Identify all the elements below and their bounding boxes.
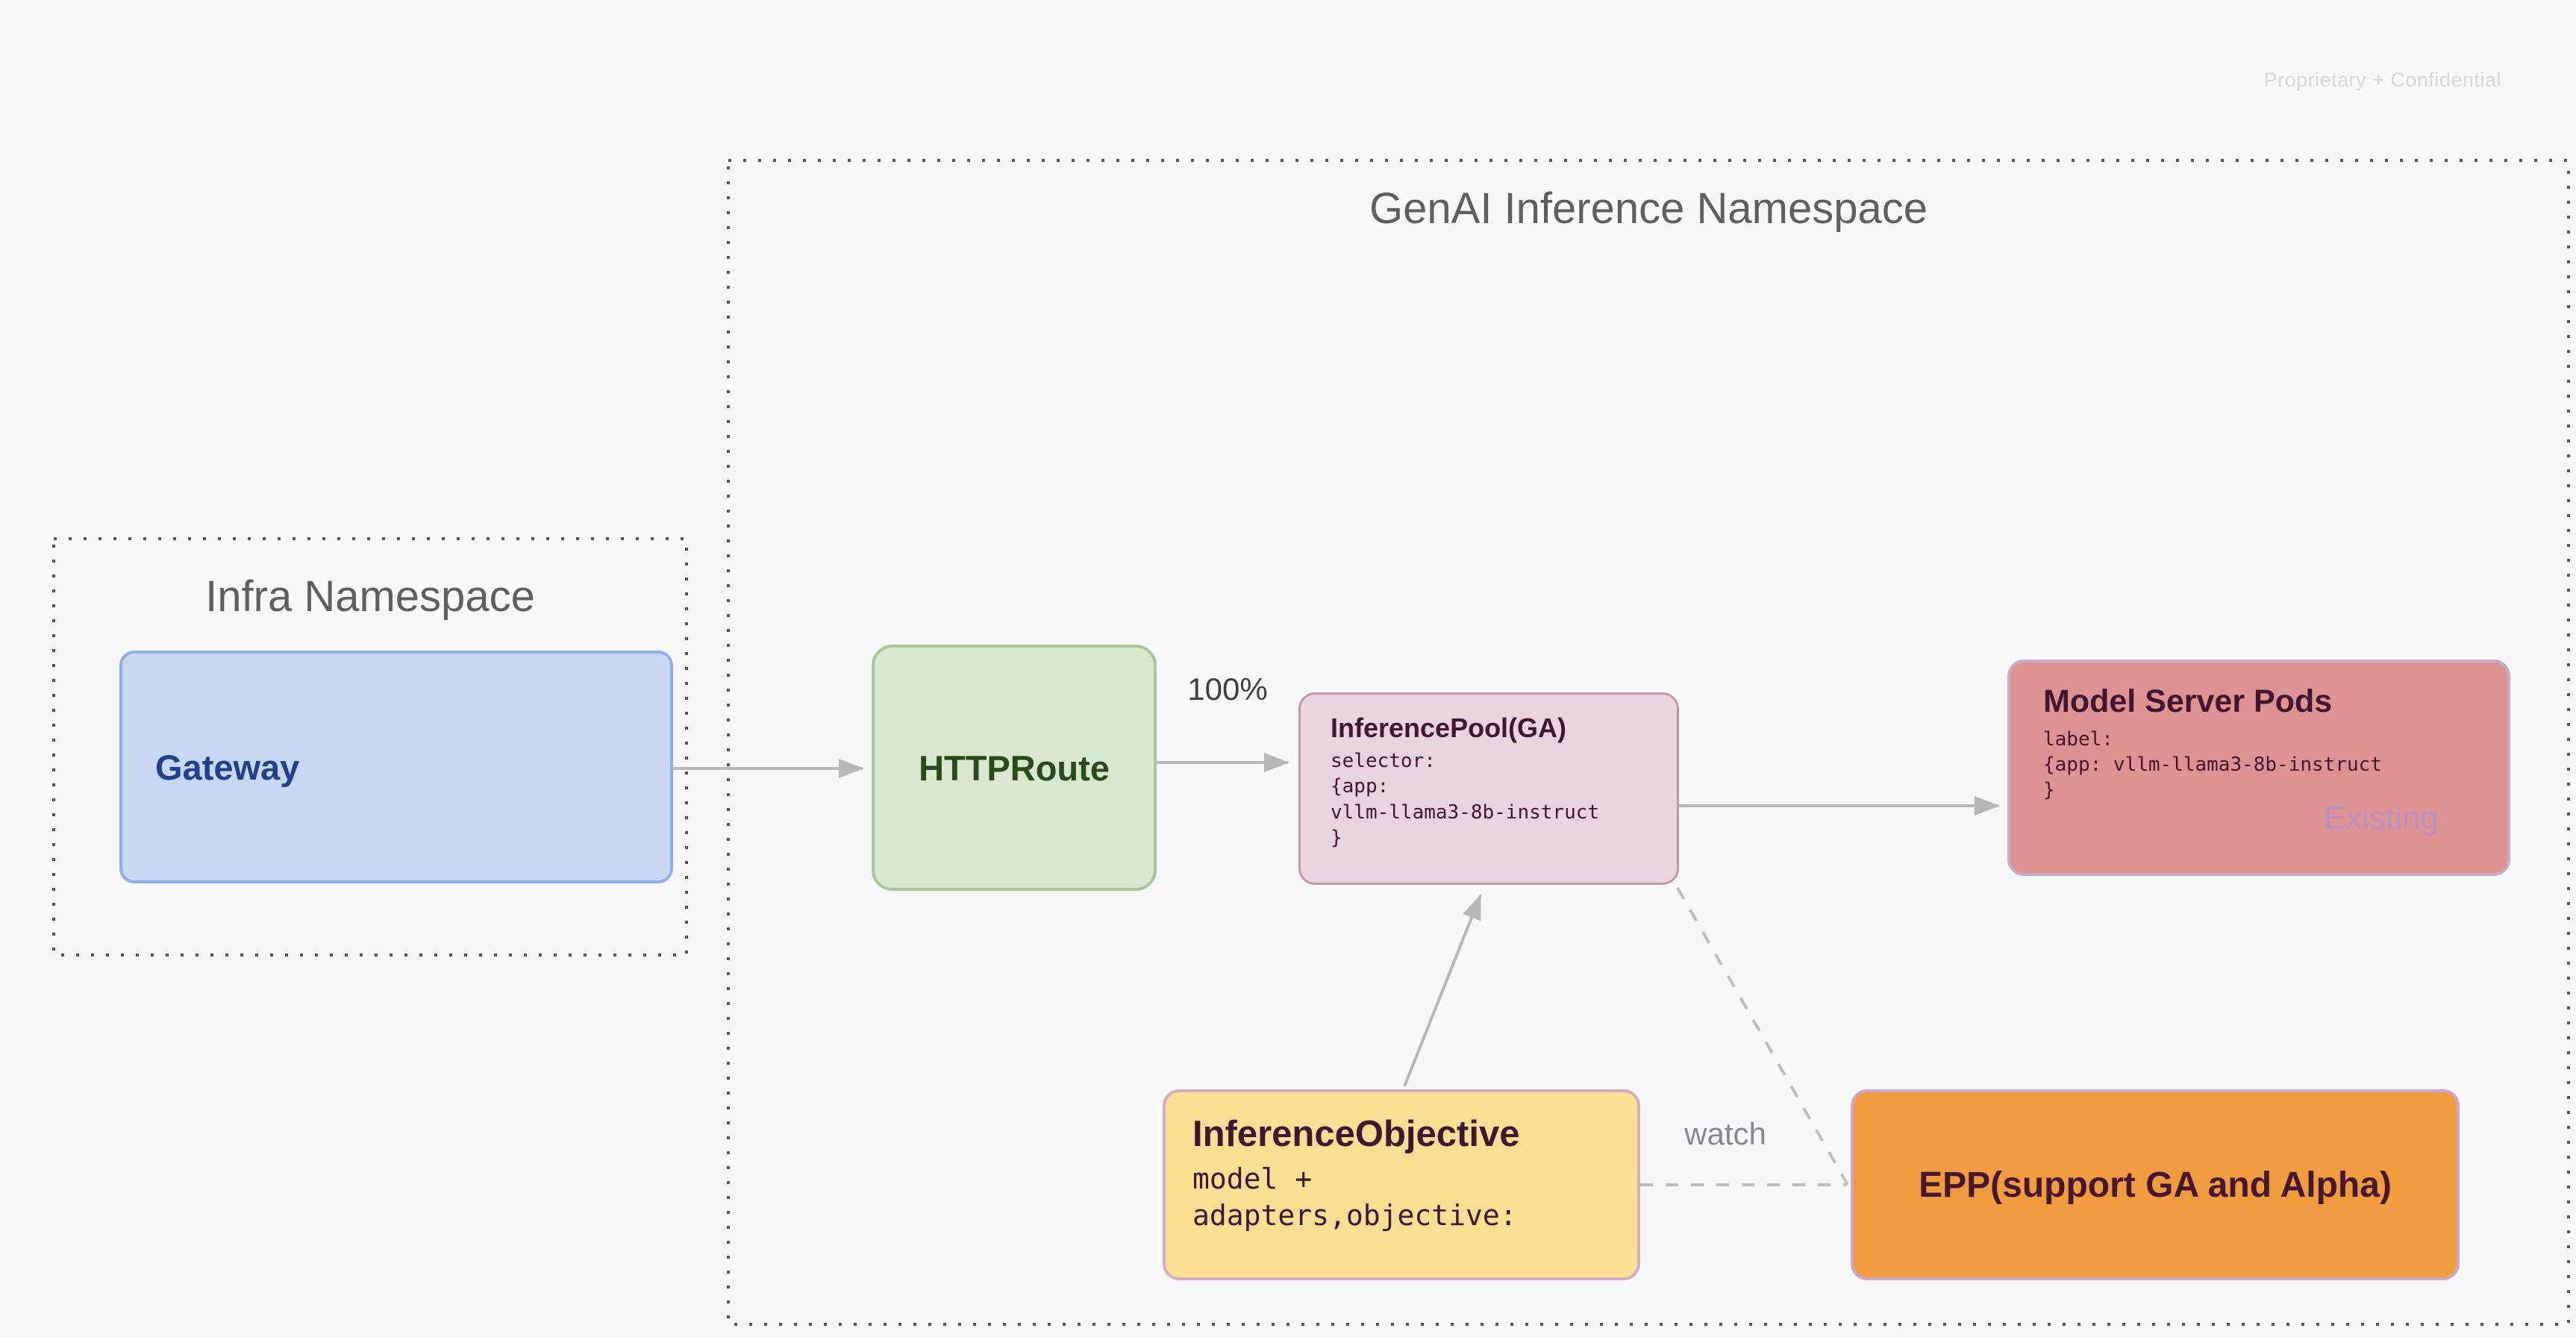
epp-node: EPP(support GA and Alpha) (1851, 1089, 2460, 1280)
model-server-pods-label-text: label: {app: vllm-llama3-8b-instruct } (2043, 728, 2382, 801)
httproute-node: HTTPRoute (872, 645, 1157, 891)
model-server-pods-title: Model Server Pods (2043, 683, 2333, 719)
epp-label: EPP(support GA and Alpha) (1919, 1165, 2392, 1205)
inference-pool-title: InferencePool(GA) (1331, 713, 1567, 743)
model-server-pods-node: Model Server Pods label: {app: vllm-llam… (2007, 660, 2510, 876)
httproute-label: HTTPRoute (919, 748, 1110, 788)
route-weight-label: 100% (1187, 671, 1268, 707)
gateway-label: Gateway (155, 747, 300, 787)
inference-objective-body-text: model + adapters,objective: (1192, 1162, 1517, 1232)
arrow-inferenceobjective-to-inferencepool (1403, 894, 1482, 1087)
watch-label: watch (1684, 1116, 1766, 1151)
genai-namespace-title: GenAI Inference Namespace (1369, 184, 1928, 233)
inference-objective-title: InferenceObjective (1192, 1114, 1520, 1154)
gateway-node: Gateway (119, 651, 673, 883)
infra-namespace-title: Infra Namespace (205, 572, 535, 621)
existing-tag: Existing (2323, 800, 2439, 836)
inference-pool-selector-text: selector: {app: vllm-llama3-8b-instruct … (1331, 750, 1600, 849)
inference-objective-node: InferenceObjective model + adapters,obje… (1163, 1089, 1640, 1280)
confidentiality-watermark: Proprietary + Confidential (2263, 69, 2501, 91)
inference-pool-node: InferencePool(GA) selector: {app: vllm-l… (1298, 692, 1679, 885)
